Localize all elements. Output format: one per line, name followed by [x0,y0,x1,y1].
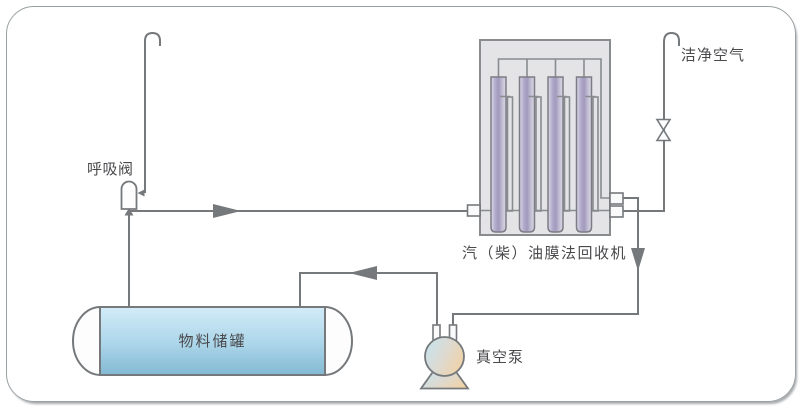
vent-pipe-right [620,31,680,212]
return-flow-arrow [349,266,377,280]
valve-inlet-arrow [137,189,145,197]
breathing-valve-label: 呼吸阀 [87,161,134,178]
permeate-down-arrow [631,248,645,271]
clean-air-valve-symbol [655,118,672,142]
membrane-recovery-machine [466,39,624,236]
diagram-frame [6,6,796,402]
permeate-port [609,192,624,205]
membrane-tubes [490,76,593,233]
storage-tank [72,306,353,376]
feed-port [466,204,481,217]
vent-gooseneck-left-pipe [144,31,161,193]
breathing-valve-symbol [120,180,138,210]
machine-top-manifold [497,58,610,199]
storage-tank-label: 物料储罐 [178,333,247,350]
recovery-machine-label: 汽（柴）油膜法回收机 [462,245,628,262]
vacuum-pump-label: 真空泵 [476,349,525,366]
valve-up-arrow [124,208,134,216]
manifold-drops [526,59,585,77]
pump-body [424,336,465,377]
vacuum-pump [419,324,470,390]
clean-air-label: 洁净空气 [681,47,746,64]
feed-flow-arrow [213,204,241,218]
tank-body [99,306,326,376]
permeate-pipe [452,197,639,330]
retentate-port [609,205,624,218]
